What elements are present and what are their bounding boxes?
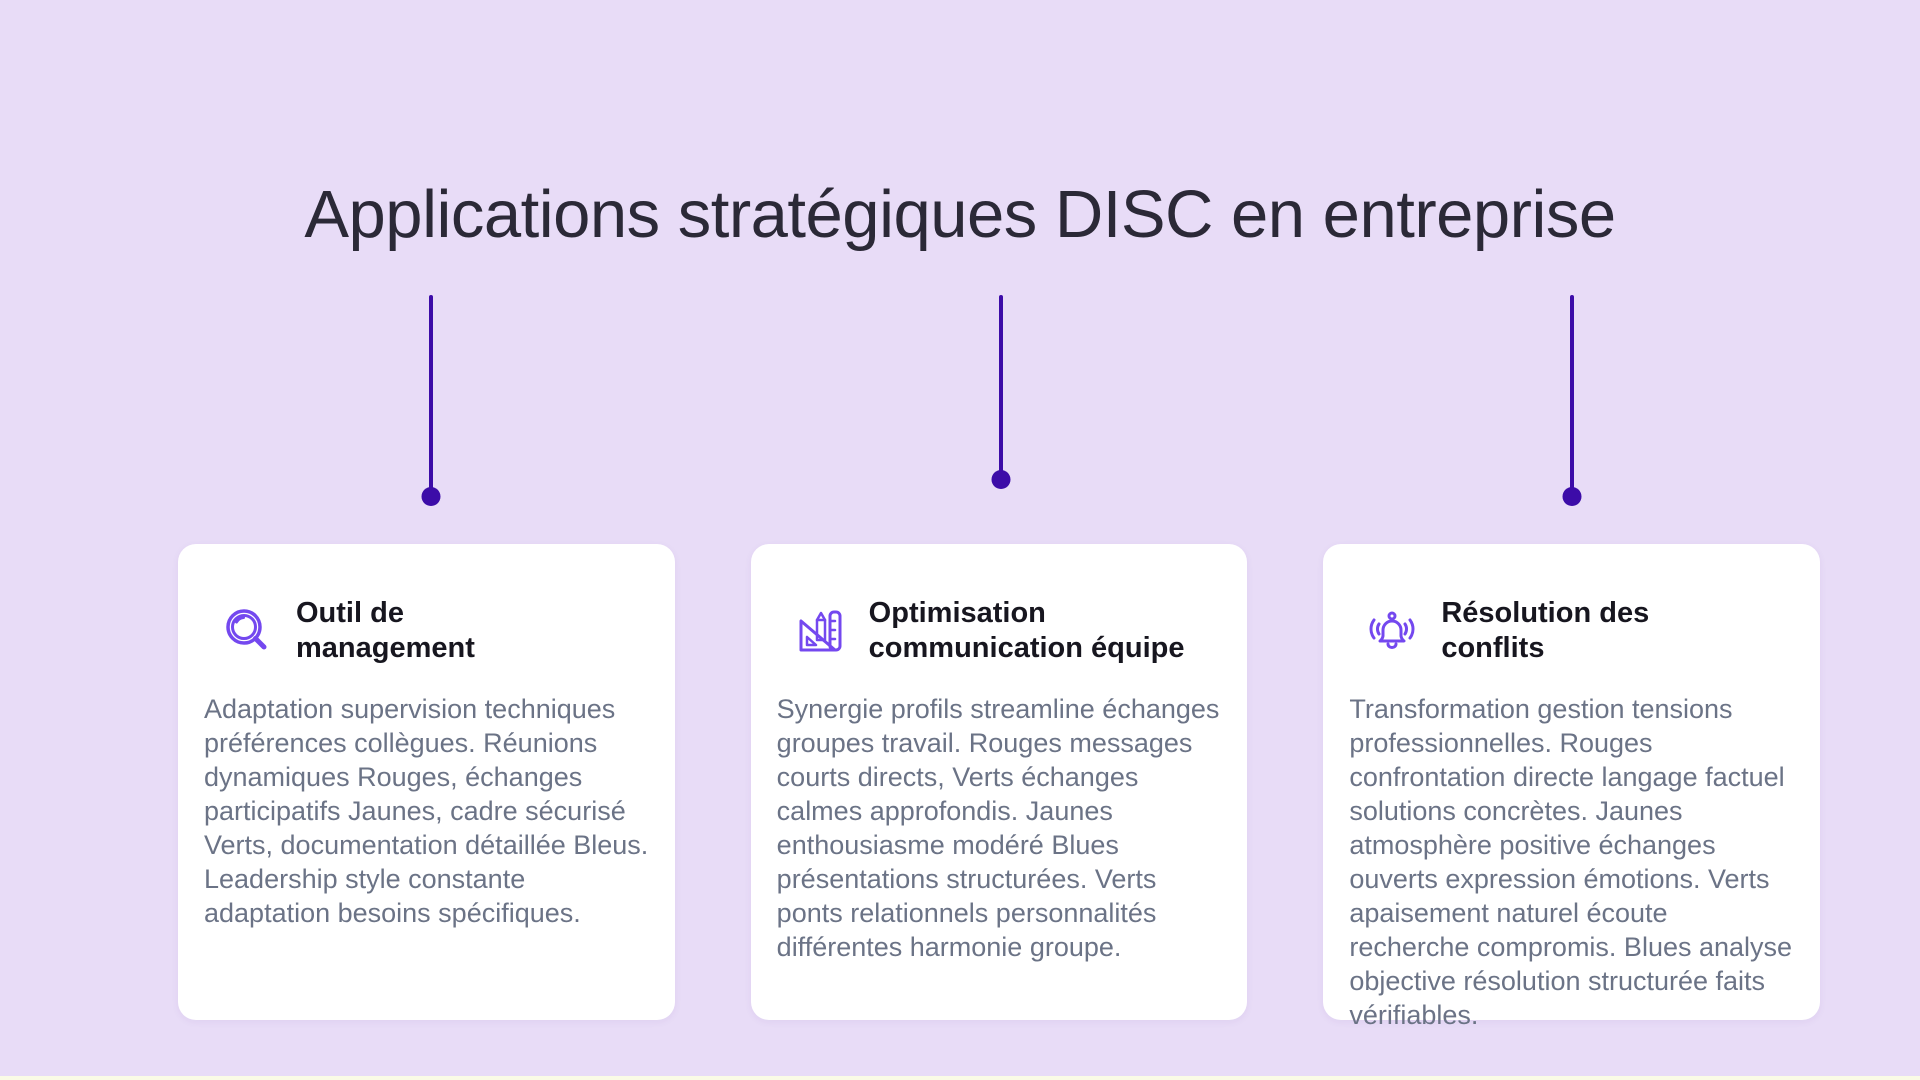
design-tools-icon	[795, 606, 845, 656]
connector-line	[1562, 295, 1582, 506]
card-header: Optimisation communication équipe	[777, 596, 1222, 666]
bottom-edge-strip	[0, 1076, 1920, 1080]
card-optimisation-communication: Optimisation communication équipe Synerg…	[750, 544, 1248, 1020]
cards-row: Outil de management Adaptation supervisi…	[178, 544, 1821, 1030]
bell-icon	[1367, 606, 1417, 656]
card-outil-de-management: Outil de management Adaptation supervisi…	[178, 544, 675, 1020]
connector-line	[421, 295, 441, 506]
card-title: Outil de management	[296, 597, 475, 664]
connector-dot	[421, 487, 441, 506]
card-title: Optimisation communication équipe	[868, 597, 1185, 664]
card-header: Résolution des conflits	[1349, 596, 1794, 666]
page-title: Applications stratégiques DISC en entrep…	[304, 177, 1616, 252]
card-body: Synergie profils streamline échanges gro…	[776, 694, 1220, 962]
magnifier-icon	[222, 606, 272, 656]
connector-line	[991, 295, 1011, 489]
card-body: Transformation gestion tensions professi…	[1349, 694, 1793, 1030]
card-header: Outil de management	[204, 596, 649, 666]
card-title: Résolution des conflits	[1441, 597, 1650, 664]
card-resolution-conflits: Résolution des conflits Transformation g…	[1323, 544, 1821, 1030]
connector-dot	[991, 470, 1011, 489]
connector-dot	[1562, 487, 1582, 506]
card-body: Adaptation supervision techniques préfér…	[204, 694, 649, 928]
